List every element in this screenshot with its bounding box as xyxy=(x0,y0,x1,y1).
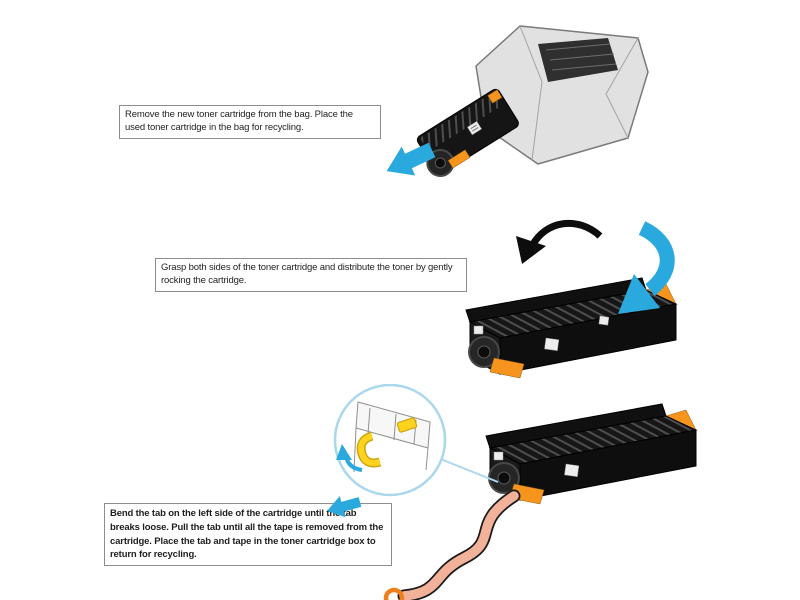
sealing-tape-graphic xyxy=(383,489,521,600)
toner-cartridge-graphic xyxy=(465,277,678,379)
step-3-instruction-text: Bend the tab on the left side of the car… xyxy=(110,508,384,561)
toner-bag-graphic xyxy=(475,25,649,165)
step-1-instruction-box: Remove the new toner cartridge from the … xyxy=(119,105,381,139)
tape-pull-ring-icon xyxy=(383,587,405,600)
tab-detail-magnifier xyxy=(333,384,499,497)
step-2-illustration xyxy=(465,219,678,379)
bend-direction-arrow-icon xyxy=(336,444,352,460)
toner-cartridge-graphic xyxy=(485,403,698,505)
tab-detail-sketch xyxy=(336,401,431,473)
bent-tab-icon xyxy=(358,433,381,466)
step-1-instruction-text: Remove the new toner cartridge from the … xyxy=(125,109,353,133)
remove-direction-arrow-icon xyxy=(386,142,436,176)
step-2-instruction-box: Grasp both sides of the toner cartridge … xyxy=(155,258,467,292)
step-1-illustration xyxy=(386,25,649,177)
step-2-instruction-text: Grasp both sides of the toner cartridge … xyxy=(161,262,453,286)
step-3-illustration xyxy=(327,384,698,600)
rock-arrow-black-icon xyxy=(516,219,603,264)
toner-cartridge-graphic xyxy=(416,88,519,177)
pull-tab-icon xyxy=(396,417,418,433)
pull-direction-arrow-icon xyxy=(327,496,362,518)
rock-arrow-blue-icon xyxy=(618,221,675,314)
